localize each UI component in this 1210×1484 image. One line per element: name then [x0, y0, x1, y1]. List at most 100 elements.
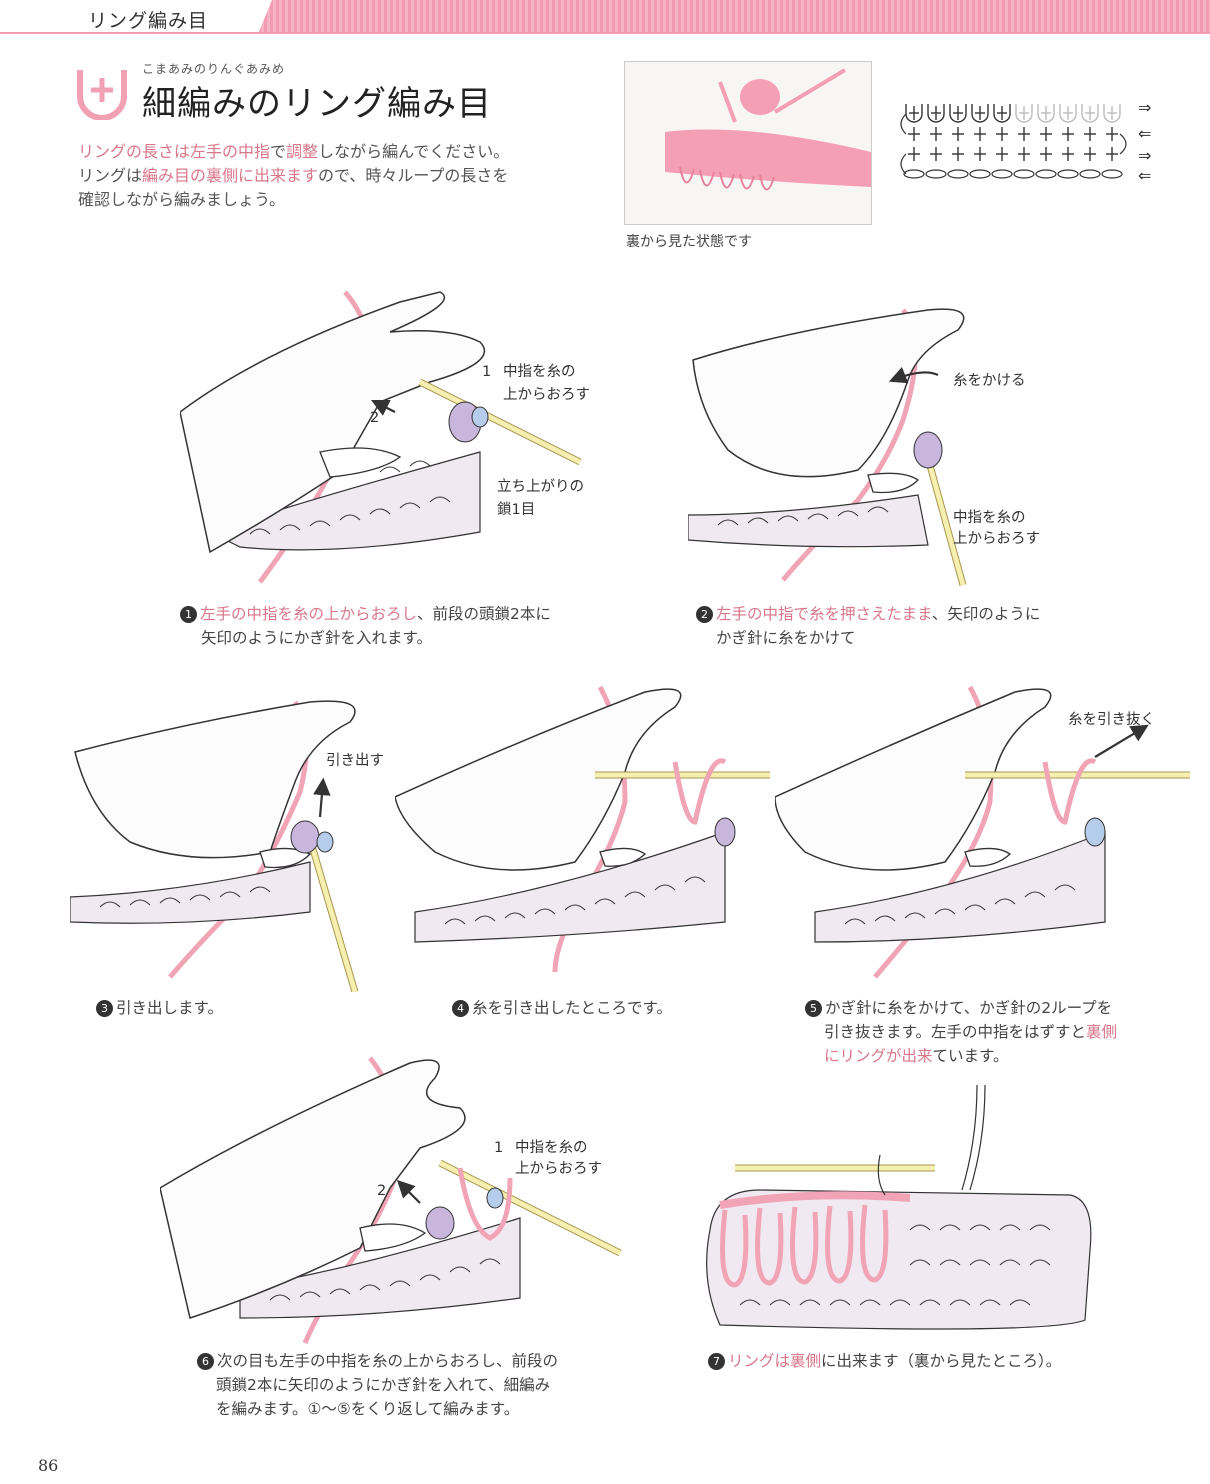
caption-text: 糸を引き出したところです。 — [472, 999, 672, 1017]
intro-text: リングの長さは — [78, 142, 191, 161]
caption-text: にリングが出来 — [824, 1047, 933, 1065]
turning-chain-symbol — [900, 153, 907, 175]
step-2-caption-line-2: かぎ針に糸をかけて — [716, 629, 856, 647]
step-5-caption-line-3: にリングが出来ています。 — [824, 1045, 1008, 1068]
chain-stitch-symbol — [1013, 169, 1035, 179]
ring-stitch-symbol — [927, 104, 945, 123]
intro-text: ので、時々ループの長さを — [318, 166, 509, 185]
title-ruby: こまあみのりんぐあみめ — [142, 62, 286, 76]
ring-stitch-symbol — [971, 104, 989, 123]
caption-text: に出来ます（裏から見たところ）。 — [821, 1352, 1062, 1370]
step-6-label: 1 — [494, 1140, 504, 1156]
single-crochet-ring-symbol-icon — [77, 70, 127, 120]
intro-line-1: リングの長さは左手の中指で調整しながら編んでください。 — [78, 140, 509, 164]
step-number-badge: 2 — [696, 606, 713, 623]
step-1-label: 1 — [482, 364, 492, 380]
ring-stitch-symbol — [1015, 104, 1033, 123]
caption-text: 、矢印のように — [931, 605, 1041, 623]
chain-stitch-symbol — [1035, 169, 1057, 179]
step-2-label: 糸をかける — [953, 373, 1026, 389]
step-1-illustration — [180, 290, 582, 584]
step-4-illustration — [395, 685, 770, 973]
intro-text: で — [270, 142, 287, 161]
step-2-label: 中指を糸の — [953, 510, 1026, 526]
caption-text: 引き出します。 — [116, 999, 223, 1017]
row-direction-arrow-icon: ⇐ — [1138, 166, 1151, 185]
section-label: リング編み目 — [88, 10, 209, 32]
header-band — [0, 0, 1210, 34]
ring-stitch-symbol — [1103, 104, 1121, 123]
ring-stitch-symbol — [905, 104, 923, 123]
row-direction-arrow-icon: ⇒ — [1138, 146, 1151, 165]
photo-caption: 裏から見た状態です — [626, 234, 752, 250]
step-6-label: 上からおろす — [515, 1161, 602, 1177]
step-1-label: 2 — [370, 410, 380, 426]
intro-text: しながら編んでください。 — [318, 142, 510, 161]
step-number-badge: 1 — [180, 606, 197, 623]
caption-text: 、前段の頭鎖2本に — [417, 605, 551, 623]
chain-stitch-symbol — [1057, 169, 1079, 179]
stitch-symbol-chart: ⇒⇐⇒⇐ — [900, 98, 1151, 185]
step-6-label: 中指を糸の — [515, 1140, 588, 1156]
step-number-badge: 4 — [452, 1000, 469, 1017]
step-2-illustration — [688, 308, 967, 586]
caption-text: 左手の中指で糸を押さえたまま — [716, 605, 932, 623]
caption-text: 引き抜きます。左手の中指をはずすと — [824, 1023, 1086, 1041]
ring-stitch-symbol — [1059, 104, 1077, 123]
step-6-label: 2 — [377, 1183, 387, 1199]
caption-text: 次の目も左手の中指を糸の上からおろし、前段の — [217, 1352, 559, 1370]
step-2-label: 上からおろす — [953, 531, 1040, 547]
step-1-label: 鎖1目 — [497, 502, 536, 518]
step-5-caption-line-2: 引き抜きます。左手の中指をはずすと裏側 — [824, 1021, 1117, 1044]
caption-text: かぎ針に糸をかけて、かぎ針の2ループを — [825, 999, 1113, 1017]
caption-text: 裏側 — [1085, 1023, 1117, 1041]
step-6-illustration — [160, 1056, 622, 1344]
step-6-caption-line-2: 頭鎖2本に矢印のようにかぎ針を入れて、細編み — [216, 1376, 551, 1394]
step-number-badge: 5 — [805, 1000, 822, 1017]
step-5-label: 糸を引き抜く — [1068, 712, 1155, 728]
turning-chain-symbol — [900, 113, 907, 135]
intro-text: 左手の中指 — [190, 142, 271, 161]
row-direction-arrow-icon: ⇐ — [1138, 124, 1151, 143]
intro-line-2: リングは編み目の裏側に出来ますので、時々ループの長さを — [78, 164, 508, 188]
chain-stitch-symbol — [925, 169, 947, 179]
turning-chain-symbol — [1119, 133, 1127, 155]
step-5-illustration — [775, 685, 1190, 979]
ring-stitch-symbol — [993, 104, 1011, 123]
step-3-label: 引き出す — [326, 753, 384, 769]
sample-photo — [624, 61, 872, 225]
step-number-badge: 7 — [708, 1353, 725, 1370]
step-1-caption-line-2: 矢印のようにかぎ針を入れます。 — [201, 629, 432, 647]
intro-text: 調整 — [286, 142, 319, 161]
chain-stitch-symbol — [1101, 169, 1123, 179]
ring-stitch-symbol — [949, 104, 967, 123]
row-direction-arrow-icon: ⇒ — [1138, 98, 1151, 117]
step-7-illustration — [706, 1084, 1092, 1330]
ring-stitch-symbol — [1037, 104, 1055, 123]
step-3-illustration — [70, 700, 359, 992]
step-1-label: 立ち上がりの — [497, 479, 584, 495]
step-number-badge: 6 — [197, 1353, 214, 1370]
chain-stitch-symbol — [969, 169, 991, 179]
page-title: 細編みのリング編み目 — [142, 84, 492, 124]
intro-text: リングは — [78, 166, 143, 185]
step-1-label: 中指を糸の — [503, 364, 576, 380]
caption-text: ています。 — [932, 1047, 1009, 1065]
step-1-label: 上からおろす — [503, 387, 590, 403]
caption-text: 左手の中指を糸の上からおろし — [200, 605, 418, 623]
step-number-badge: 3 — [96, 1000, 113, 1017]
ring-stitch-symbol — [1081, 104, 1099, 123]
intro-text: 編み目の裏側に出来ます — [142, 166, 319, 185]
caption-text: リングは裏側 — [728, 1352, 822, 1370]
chain-stitch-symbol — [903, 169, 925, 179]
intro-line-3: 確認しながら編みましょう。 — [78, 190, 286, 209]
chain-stitch-symbol — [947, 169, 969, 179]
chain-stitch-symbol — [991, 169, 1013, 179]
